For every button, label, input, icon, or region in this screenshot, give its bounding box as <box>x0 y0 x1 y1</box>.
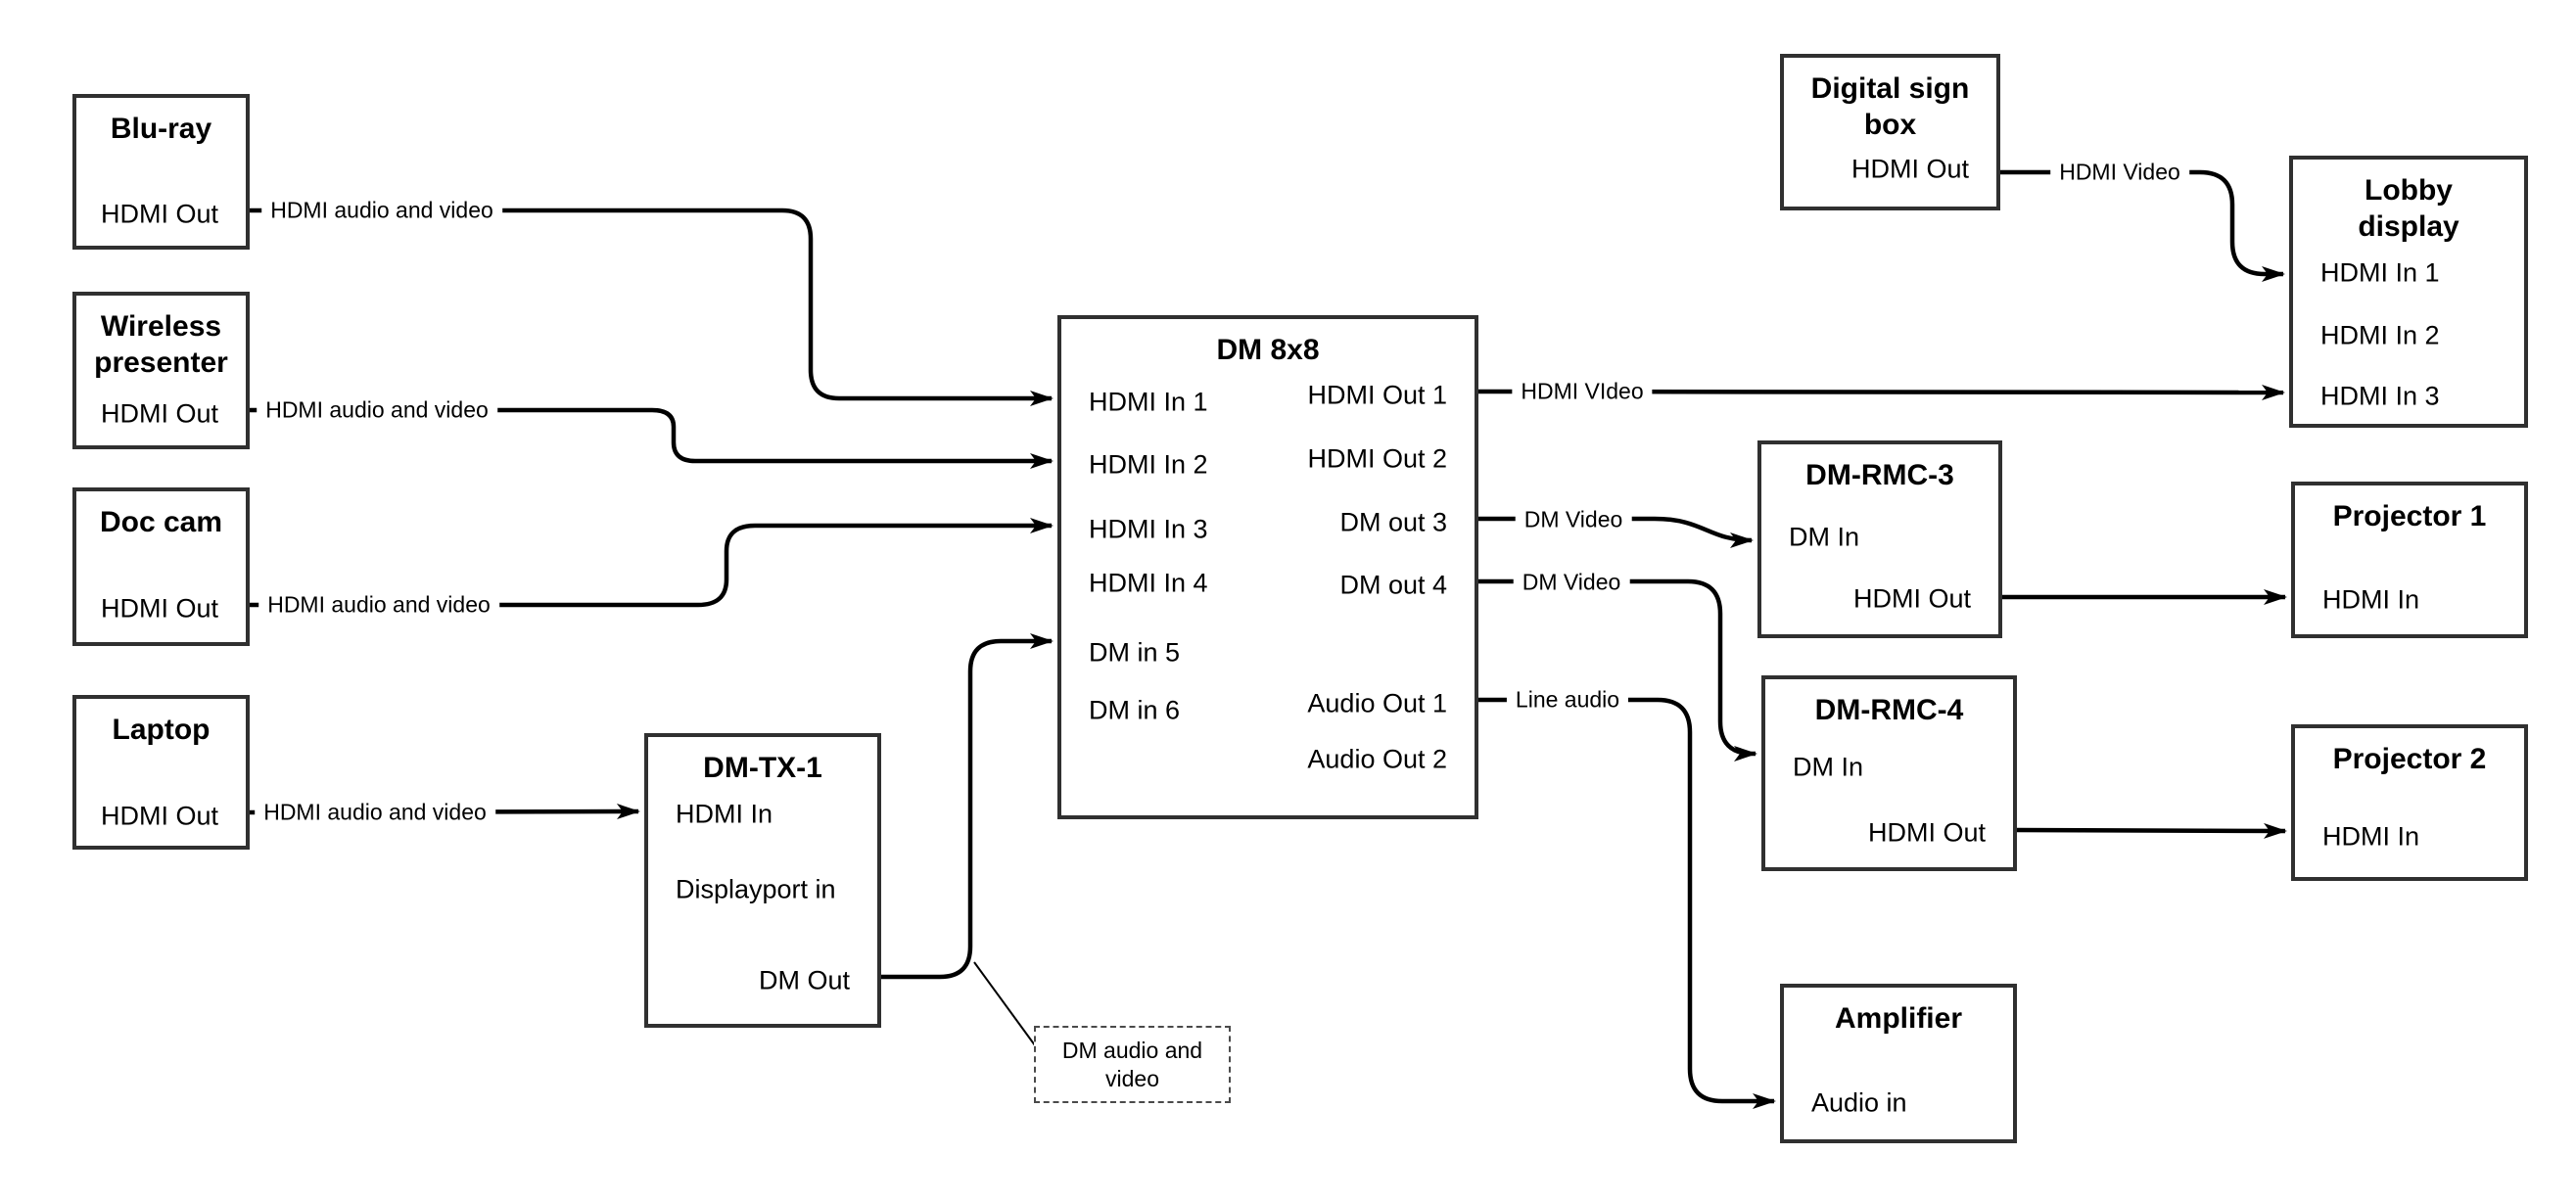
port-hdmi-in-2: HDMI In 2 <box>1089 449 1208 480</box>
port-audio-out-1: Audio Out 1 <box>1307 688 1447 718</box>
node-title: Laptop <box>112 714 211 746</box>
port-hdmi-in-1: HDMI In 1 <box>1089 387 1208 417</box>
port-audio-out-2: Audio Out 2 <box>1307 744 1447 774</box>
edge-label-laptop: HDMI audio and video <box>255 799 495 826</box>
edge-label-dm-out-4: DM Video <box>1513 569 1630 596</box>
edge-sign-to-lobby <box>2000 169 2285 282</box>
node-title: Projector 2 <box>2332 743 2487 775</box>
node-title: Wireless presenter <box>94 310 228 379</box>
port-hdmi-in: HDMI In <box>2322 821 2420 852</box>
edge-label-sign: HDMI Video <box>2050 159 2189 186</box>
node-laptop: Laptop HDMI Out <box>72 695 250 850</box>
port-hdmi-in-1: HDMI In 1 <box>2320 257 2440 288</box>
node-blu-ray: Blu-ray HDMI Out <box>72 94 250 250</box>
callout-text: DM audio and video <box>1061 1037 1203 1091</box>
edge-label-doccam: HDMI audio and video <box>258 591 499 619</box>
edge-bluray-to-dm8x8 <box>250 208 1054 406</box>
port-dm-in-6: DM in 6 <box>1089 695 1181 725</box>
edge-label-hdmi-out-1: HDMI VIdeo <box>1512 378 1653 405</box>
node-digital-sign-box: Digital sign box HDMI Out <box>1780 54 2000 210</box>
port-dm-in-5: DM in 5 <box>1089 637 1181 668</box>
node-title: DM 8x8 <box>1216 334 1320 366</box>
node-dm-rmc-4: DM-RMC-4 DM In HDMI Out <box>1761 675 2017 871</box>
edge-dm8x8-to-rmc3 <box>1478 516 1754 548</box>
node-title: Blu-ray <box>110 113 212 145</box>
node-dm-rmc-3: DM-RMC-3 DM In HDMI Out <box>1757 440 2002 638</box>
node-doc-cam: Doc cam HDMI Out <box>72 487 250 646</box>
port-hdmi-out: HDMI Out <box>100 199 218 229</box>
port-hdmi-in: HDMI In <box>2322 584 2420 615</box>
node-title: DM-RMC-3 <box>1805 459 1954 491</box>
node-lobby-display: Lobby display HDMI In 1 HDMI In 2 HDMI I… <box>2289 156 2528 428</box>
edge-label-audio-out-1: Line audio <box>1506 686 1629 714</box>
port-hdmi-in: HDMI In <box>676 799 773 829</box>
edge-doccam-to-dm8x8 <box>250 518 1054 608</box>
node-projector-1: Projector 1 HDMI In <box>2291 482 2528 638</box>
node-title: Digital sign box <box>1810 72 1970 141</box>
port-hdmi-in-3: HDMI In 3 <box>2320 381 2440 411</box>
port-dm-out-3: DM out 3 <box>1339 507 1447 537</box>
port-hdmi-in-2: HDMI In 2 <box>2320 320 2440 350</box>
port-hdmi-out-2: HDMI Out 2 <box>1307 443 1447 474</box>
node-projector-2: Projector 2 HDMI In <box>2291 724 2528 881</box>
edge-label-wireless: HDMI audio and video <box>257 396 497 424</box>
port-displayport-in: Displayport in <box>676 874 836 904</box>
node-dm-8x8-switcher: DM 8x8 HDMI In 1 HDMI In 2 HDMI In 3 HDM… <box>1057 315 1478 819</box>
edge-dm8x8-to-rmc4 <box>1478 578 1757 762</box>
port-audio-in: Audio in <box>1811 1087 1907 1118</box>
node-title: Doc cam <box>99 506 223 538</box>
port-hdmi-out-1: HDMI Out 1 <box>1307 380 1447 410</box>
node-dm-tx-1: DM-TX-1 HDMI In Displayport in DM Out <box>644 733 881 1028</box>
edge-label-dm-out-3: DM Video <box>1515 506 1632 533</box>
port-dm-in: DM In <box>1793 752 1864 782</box>
port-dm-out-4: DM out 4 <box>1339 570 1447 600</box>
node-title: DM-TX-1 <box>703 752 822 784</box>
node-wireless-presenter: Wireless presenter HDMI Out <box>72 292 250 449</box>
node-title: DM-RMC-4 <box>1814 694 1964 726</box>
edge-wireless-to-dm8x8 <box>250 407 1054 469</box>
port-hdmi-out: HDMI Out <box>1867 817 1986 848</box>
port-hdmi-out: HDMI Out <box>100 398 218 429</box>
port-hdmi-in-3: HDMI In 3 <box>1089 514 1208 544</box>
node-title: Projector 1 <box>2332 500 2487 532</box>
callout-leader-line <box>973 961 1036 1046</box>
port-hdmi-out: HDMI Out <box>1852 583 1971 614</box>
node-title: Amplifier <box>1834 1002 1963 1035</box>
port-hdmi-out: HDMI Out <box>100 801 218 831</box>
edge-label-bluray: HDMI audio and video <box>261 197 502 224</box>
edge-dmtx1-to-dm8x8 <box>881 633 1054 980</box>
edge-rmc4-to-proj2 <box>2016 822 2287 839</box>
port-dm-out: DM Out <box>758 965 850 995</box>
port-hdmi-out: HDMI Out <box>1850 154 1969 184</box>
node-amplifier: Amplifier Audio in <box>1780 984 2017 1143</box>
node-title: Lobby display <box>2358 174 2459 243</box>
edge-dm8x8-to-amp <box>1478 697 1776 1109</box>
callout-dm-audio-and-video: DM audio and video <box>1034 1026 1231 1103</box>
port-hdmi-out: HDMI Out <box>100 593 218 624</box>
port-dm-in: DM In <box>1789 522 1860 552</box>
port-hdmi-in-4: HDMI In 4 <box>1089 568 1208 598</box>
